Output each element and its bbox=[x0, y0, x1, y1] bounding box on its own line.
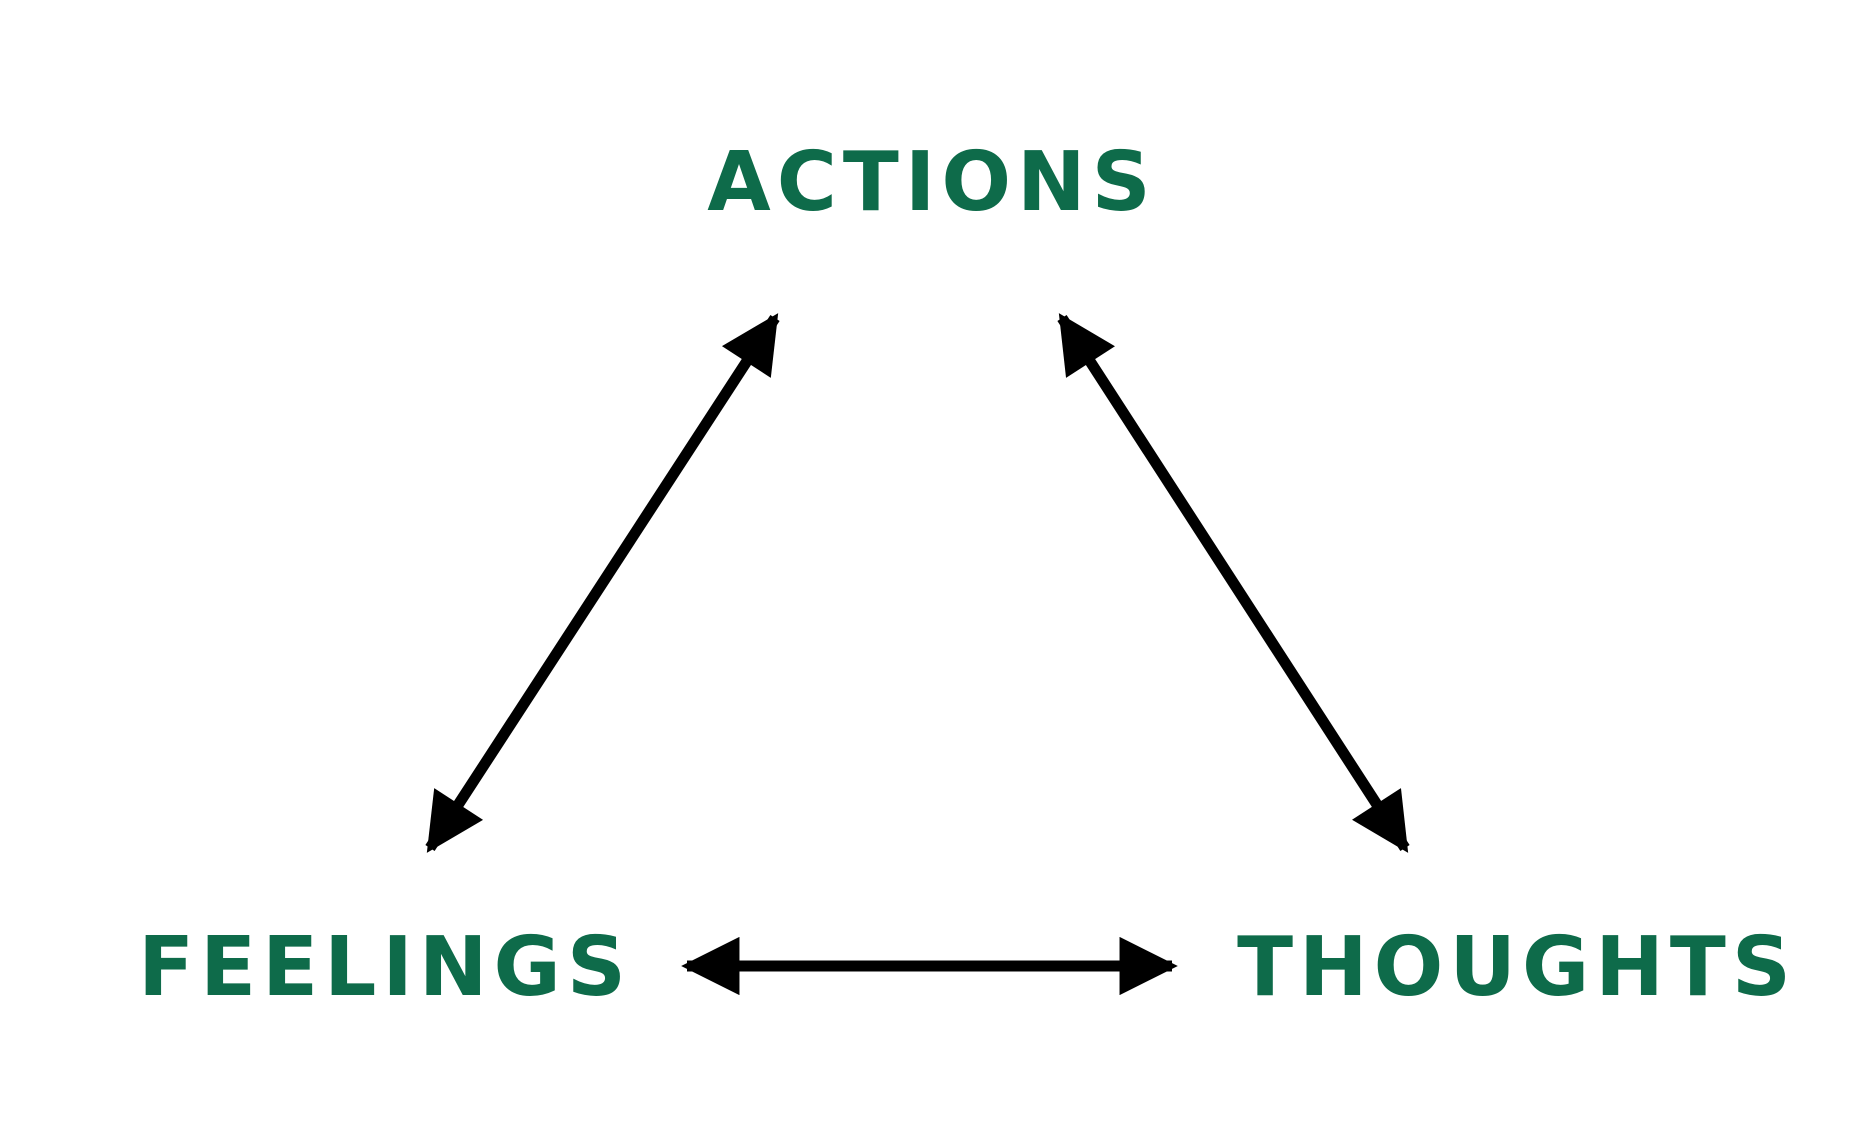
node-thoughts: THOUGHTS bbox=[1237, 920, 1797, 1015]
node-feelings: FEELINGS bbox=[138, 920, 632, 1015]
arrow-actions-thoughts bbox=[1057, 313, 1410, 853]
arrow-actions-feelings bbox=[425, 313, 780, 853]
node-actions: ACTIONS bbox=[707, 135, 1156, 230]
